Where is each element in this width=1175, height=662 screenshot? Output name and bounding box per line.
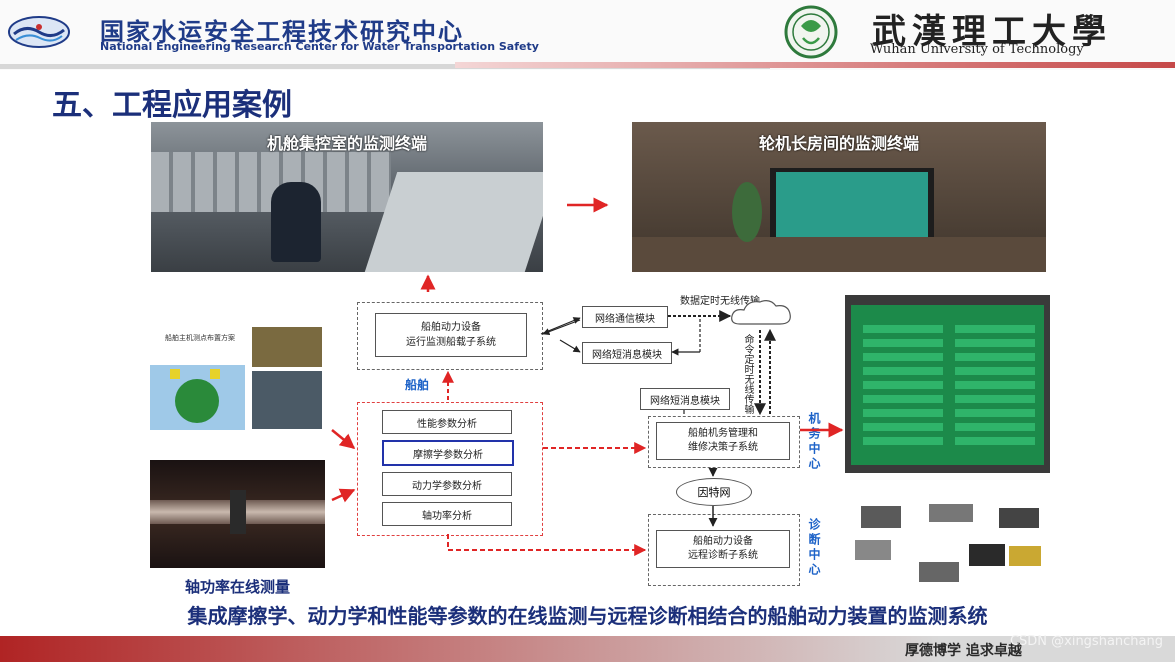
dynamics-analysis: 动力学参数分析	[382, 472, 512, 496]
summary-text: 集成摩擦学、动力学和性能等参数的在线监测与远程诊断相结合的船舶动力装置的监测系统	[187, 604, 988, 628]
internet-node: 因特网	[676, 478, 752, 506]
watermark: CSDN @xingshanchang	[1009, 634, 1163, 649]
mgmt-container	[648, 416, 800, 468]
ship-subsystem-container	[357, 302, 543, 370]
maintenance-center-label: 机务中心	[807, 412, 821, 472]
performance-analysis: 性能参数分析	[382, 410, 512, 434]
wireless-timed-label: 数据定时无线传输	[680, 296, 760, 307]
org-name-cn: 国家水运安全工程技术研究中心	[100, 18, 464, 46]
university-name-en: Wuhan University of Technology	[870, 42, 1084, 57]
sensor-layout-photo: 船舶主机测点布置方案	[150, 327, 325, 432]
header-bar	[0, 0, 1175, 70]
ship-terminal-photo	[845, 295, 1050, 473]
network-comm-module: 网络通信模块	[582, 306, 668, 328]
cloud-icon	[731, 300, 791, 325]
cmd-wireless-label: 命令定时无线传输	[742, 334, 753, 414]
header-divider	[0, 64, 770, 69]
ship-label: 船舶	[405, 378, 430, 392]
header-accent-bar	[455, 62, 1175, 68]
network-sms-module-2: 网络短消息模块	[640, 388, 730, 410]
remote-container	[648, 514, 800, 586]
control-room-caption: 机舱集控室的监测终端	[266, 134, 427, 153]
research-center-logo-icon	[8, 16, 70, 48]
shaft-power-analysis: 轴功率分析	[382, 502, 512, 526]
mgmt-subsystem: 船舶机务管理和 维修决策子系统	[656, 422, 790, 460]
shaft-caption: 轴功率在线测量	[184, 578, 290, 596]
ship-monitor-subsystem: 船舶动力设备 运行监测船载子系统	[375, 313, 527, 357]
org-name-en: National Engineering Research Center for…	[100, 40, 539, 53]
diagnosis-equipment-photo	[849, 500, 1049, 586]
chief-room-photo: 轮机长房间的监测终端	[632, 122, 1046, 272]
network-sms-module: 网络短消息模块	[582, 342, 672, 364]
chief-room-caption: 轮机长房间的监测终端	[758, 134, 919, 153]
shaft-photo	[150, 460, 325, 568]
tribology-analysis: 摩擦学参数分析	[382, 440, 514, 466]
sensor-plan-caption: 船舶主机测点布置方案	[165, 334, 235, 342]
slide-title: 五、工程应用案例	[52, 88, 292, 123]
remote-diagnosis-subsystem: 船舶动力设备 远程诊断子系统	[656, 530, 790, 568]
university-seal-icon	[784, 5, 838, 59]
university-name-cn: 武漢理工大學	[872, 12, 1112, 52]
footer-bar	[0, 636, 1175, 662]
footer-motto: 厚德博学 追求卓越	[905, 643, 1022, 659]
control-room-photo: 机舱集控室的监测终端	[151, 122, 543, 272]
diagnosis-center-label: 诊断中心	[807, 518, 821, 578]
